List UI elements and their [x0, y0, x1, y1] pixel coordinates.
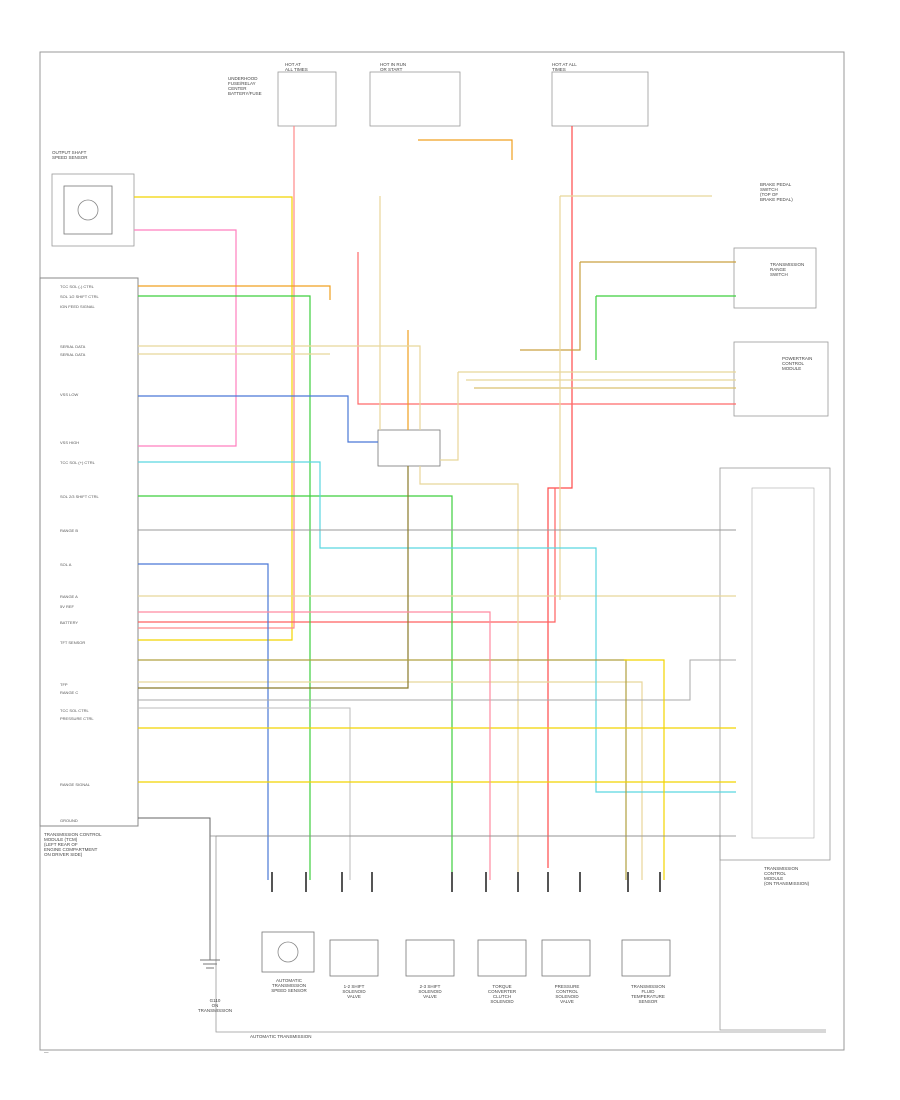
ecm-connector-box — [733, 341, 829, 417]
tcc-solenoid — [477, 939, 527, 977]
bottom-label-2-3-solenoid: 2-3 SHIFT SOLENOID VALVE — [418, 984, 442, 999]
tft-sensor — [621, 939, 671, 977]
bottom-label-pressure-control: PRESSURE CONTROL SOLENOID VALVE — [554, 984, 580, 1004]
tcm-pin-label: TFT SENSOR — [60, 640, 86, 645]
relay-block — [377, 429, 441, 467]
fuse-left-label: HOT AT ALL TIMES — [285, 62, 308, 72]
wire-orange-pin1 — [138, 285, 331, 300]
wire-tan-brake — [559, 195, 712, 600]
footer-code: — — [44, 1050, 49, 1055]
wire-pink-fuse-left — [138, 126, 295, 629]
tcm-pin-label: VSS LOW — [60, 392, 79, 397]
diagram-frame — [39, 51, 845, 1051]
bottom-label-tft-sensor: TRANSMISSION FLUID TEMPERATURE SENSOR — [630, 984, 666, 1004]
brake-switch-label: BRAKE PEDAL SWITCH (TOP OF BRAKE PEDAL) — [760, 182, 793, 202]
wire-blue-range — [138, 563, 269, 880]
range-switch-label: TRANSMISSION RANGE SWITCH — [770, 262, 805, 277]
output-shaft-sensor-label: OUTPUT SHAFT SPEED SENSOR — [52, 150, 88, 160]
bottom-label-speed-sensor: AUTOMATIC TRANSMISSION SPEED SENSOR — [271, 978, 307, 993]
wire-orange-top — [418, 139, 513, 160]
output-shaft-sensor — [63, 185, 113, 235]
wire-pink-lower — [138, 611, 491, 880]
wire-tan-ecm1 — [138, 345, 421, 430]
tcm-pin-label: TCC SOL (+) CTRL — [60, 460, 95, 465]
automatic-transmission-label: AUTOMATIC TRANSMISSION — [250, 1034, 312, 1039]
transmission-internal-box — [719, 467, 831, 861]
ground-symbol — [200, 940, 220, 969]
tcm-label: TRANSMISSION CONTROL MODULE (TCM) (LEFT … — [44, 832, 102, 857]
tcm-pin-label: SOL 1/2 SHIFT CTRL — [60, 294, 99, 299]
tcm-pin-label: SOL 2/3 SHIFT CTRL — [60, 494, 99, 499]
wire-pink-sensor — [134, 229, 237, 447]
wire-green-range — [595, 295, 736, 360]
tcm-pin-label: IGN FEED SIGNAL — [60, 304, 95, 309]
tcm-pin-label: RANGE A — [60, 594, 78, 599]
tcm-pin-label: SERIAL DATA — [60, 344, 86, 349]
wire-tan-right1 — [440, 371, 736, 461]
tcm-pin-label: VSS HIGH — [60, 440, 80, 445]
tcm-pin-label: TCC SOL CTRL — [60, 708, 89, 713]
ground-label: G110 ON TRANSMISSION — [197, 998, 233, 1013]
wire-green-pin2 — [138, 295, 311, 880]
tcm-pin-label: BATTERY — [60, 620, 79, 625]
ecm-connector-label: POWERTRAIN CONTROL MODULE — [782, 356, 813, 371]
transmission-internal-inner — [751, 487, 815, 839]
wire-blue-vss — [138, 395, 378, 443]
tcm-pin-label: RANGE C — [60, 690, 79, 695]
tcm-pin-label: 5V REF — [60, 604, 75, 609]
fuse-box-mid — [369, 71, 461, 127]
fuse-left-box-label: UNDERHOOD FUSE/RELAY CENTER BATTERY/FUSE — [228, 76, 262, 96]
wire-gray-2 — [138, 659, 736, 701]
wire-gray-3 — [138, 707, 351, 880]
range-switch-box — [733, 247, 817, 309]
wire-orange-range2 — [520, 262, 581, 351]
tcm-pin-label: PRESSURE CTRL — [60, 716, 94, 721]
bottom-label-tcc-solenoid: TORQUE CONVERTER CLUTCH SOLENOID — [487, 984, 517, 1004]
tcm-pin-label: SOL A — [60, 562, 72, 567]
fuse-mid-label: HOT IN RUN OR START — [380, 62, 407, 72]
tcm-right-label: TRANSMISSION CONTROL MODULE (ON TRANSMIS… — [764, 866, 810, 886]
tcm-pin-label: TCC SOL (-) CTRL — [60, 284, 94, 289]
output-shaft-sensor-box — [51, 173, 135, 247]
wire-olive-2 — [138, 659, 627, 880]
tcm-pin-label: GROUND — [60, 818, 78, 823]
bottom-connectors — [271, 872, 661, 892]
wire-yellow-sensor — [134, 196, 293, 641]
tcm-pin-label: RANGE B — [60, 528, 79, 533]
tcm-pin-label: SERIAL DATA — [60, 352, 86, 357]
wire-ground — [138, 817, 211, 940]
wire-yellow-tft — [624, 659, 665, 880]
wire-green-sol — [138, 495, 453, 880]
wire-cyan — [138, 461, 736, 793]
tcm-pin-label: TFP — [60, 682, 68, 687]
wire-tan-solenoid — [419, 466, 519, 880]
fuse-right-label: HOT AT ALL TIMES — [552, 62, 577, 72]
wire-red-ecm — [357, 252, 736, 405]
solenoid-2-3 — [405, 939, 455, 977]
fuse-box-left — [277, 71, 337, 127]
wire-red-2 — [138, 488, 556, 623]
solenoid-1-2 — [329, 939, 379, 977]
wire-tan-tft — [138, 681, 643, 880]
output-shaft-sensor-coil — [77, 199, 99, 221]
pressure-control-solenoid — [541, 939, 591, 977]
bottom-label-1-2-solenoid: 1-2 SHIFT SOLENOID VALVE — [342, 984, 366, 999]
wire-olive-1 — [138, 466, 409, 689]
speed-sensor-coil — [277, 941, 299, 963]
tcm-connector — [39, 277, 139, 827]
speed-sensor-body — [261, 931, 315, 973]
fuse-box-right — [551, 71, 649, 127]
tcm-pin-label: RANGE SIGNAL — [60, 782, 91, 787]
